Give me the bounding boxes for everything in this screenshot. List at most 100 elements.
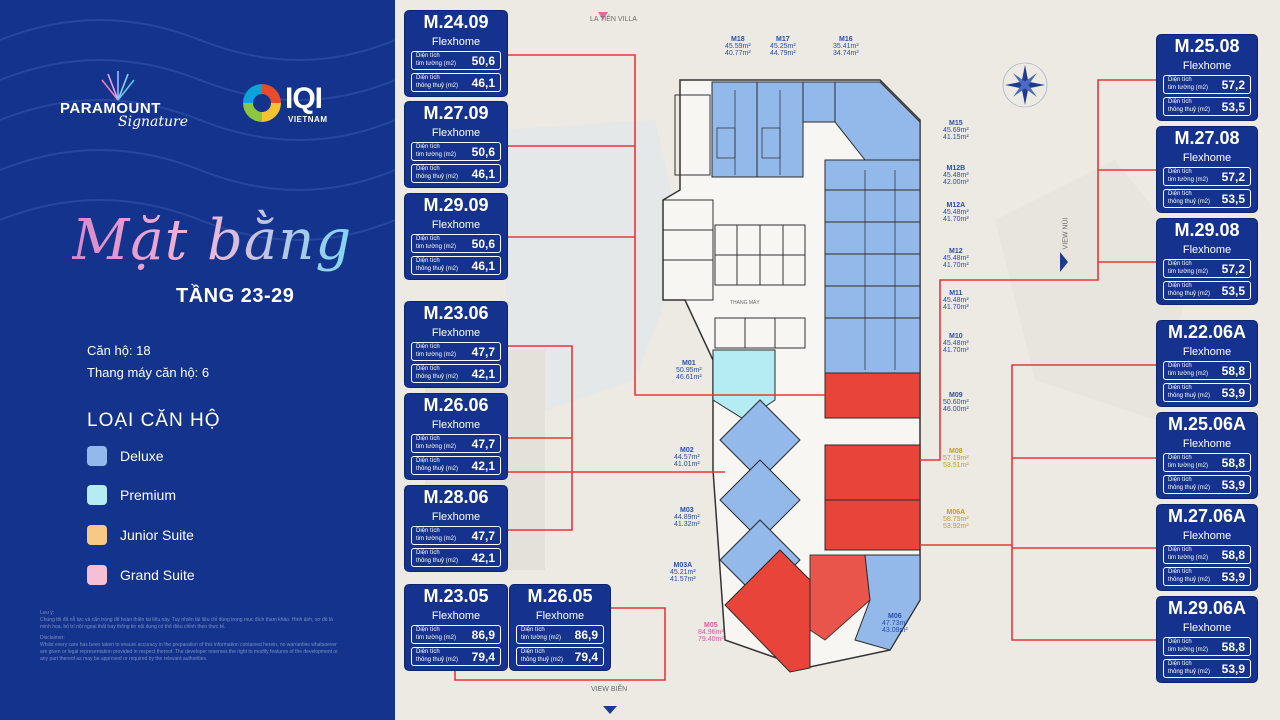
disclaimer-body-en: Whilst every care has been taken to ensu… xyxy=(40,642,338,662)
row-value: 58,8 xyxy=(1221,364,1245,378)
card-type: Flexhome xyxy=(1182,346,1232,358)
row-value: 50,6 xyxy=(471,54,495,68)
wave-pattern xyxy=(0,19,395,241)
row-value: 50,6 xyxy=(471,145,495,159)
row-value: 47,7 xyxy=(471,529,495,543)
iqi-logo: IQI VIETNAM xyxy=(243,82,343,132)
iqi-sub: VIETNAM xyxy=(288,115,328,124)
card-type: Flexhome xyxy=(431,327,481,339)
card-type: Flexhome xyxy=(431,511,481,523)
card-code: M.29.06A xyxy=(1167,598,1247,618)
legend-label: Deluxe xyxy=(120,448,164,464)
card-type: Flexhome xyxy=(1182,152,1232,164)
card-code: M.28.06 xyxy=(423,487,489,507)
legend-swatch-junior-suite xyxy=(87,525,107,545)
card-type: Flexhome xyxy=(535,610,585,622)
row-value: 53,9 xyxy=(1221,570,1245,584)
row-value: 58,8 xyxy=(1221,548,1245,562)
row-value: 53,5 xyxy=(1221,100,1245,114)
elevator-label: THANG MÁY xyxy=(730,300,760,306)
brand-script: Signature xyxy=(118,114,189,130)
legend-item-deluxe: Deluxe xyxy=(87,445,164,467)
card-code: M.24.09 xyxy=(423,12,489,32)
row-value: 42,1 xyxy=(471,459,495,473)
card-type: Flexhome xyxy=(1182,438,1232,450)
row-value: 53,5 xyxy=(1221,192,1245,206)
brand-panel: PARAMOUNT Signature IQI VIETNAM Mặt bằng… xyxy=(0,0,395,720)
highlighted-units xyxy=(724,372,921,673)
connector-lines xyxy=(454,54,1157,681)
row-value: 86,9 xyxy=(471,628,495,642)
legend-swatch-grand-suite xyxy=(87,565,107,585)
row-value: 58,8 xyxy=(1221,456,1245,470)
card-code: M.27.06A xyxy=(1167,506,1247,526)
row-value: 58,8 xyxy=(1221,640,1245,654)
row-value: 53,9 xyxy=(1221,386,1245,400)
card-type: Flexhome xyxy=(1182,530,1232,542)
card-type: Flexhome xyxy=(431,36,481,48)
row-value: 79,4 xyxy=(574,650,598,664)
brand-name: PARAMOUNT xyxy=(60,100,161,117)
row-value: 79,4 xyxy=(471,650,495,664)
view-label-top: LA TIÊN VILLA xyxy=(590,16,637,23)
card-code: M.27.09 xyxy=(423,103,489,123)
card-type: Flexhome xyxy=(431,127,481,139)
disclaimer-heading-en: Disclaimer: xyxy=(40,635,65,641)
legend-label: Grand Suite xyxy=(120,567,195,583)
row-value: 47,7 xyxy=(471,437,495,451)
disclaimer-heading: Lưu ý: xyxy=(40,610,55,616)
iqi-circle-icon xyxy=(243,84,281,122)
card-type: Flexhome xyxy=(1182,622,1232,634)
row-value: 46,1 xyxy=(471,76,495,90)
disclaimer: Lưu ý: Chúng tôi đã nỗ lực và cẩn trọng … xyxy=(40,610,340,663)
